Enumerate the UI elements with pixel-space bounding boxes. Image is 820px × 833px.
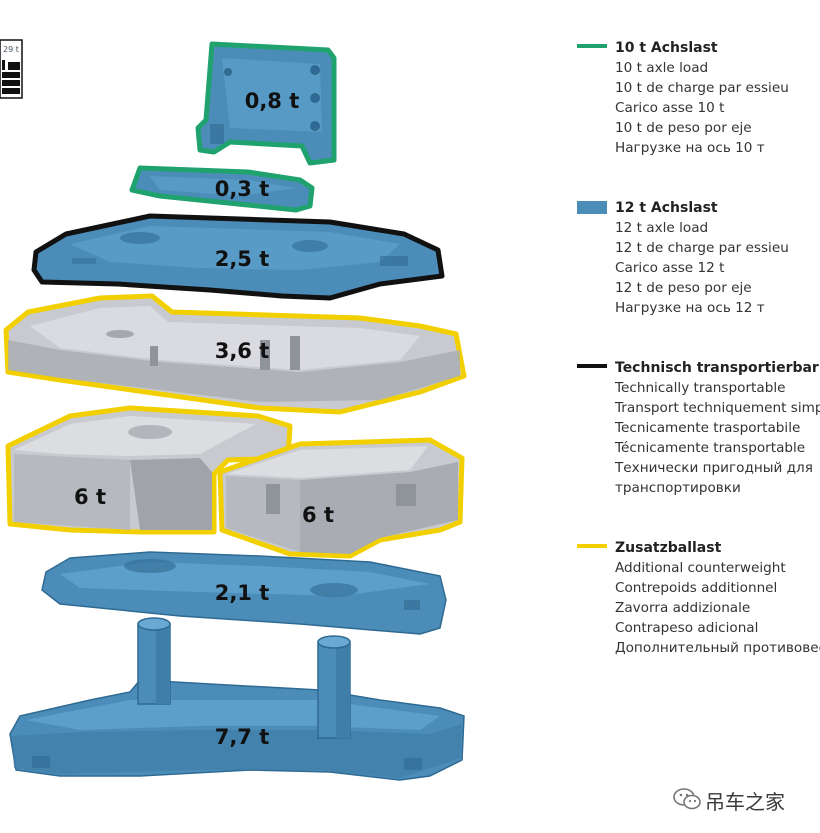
- legend-swatch-yellow-line: [577, 544, 607, 548]
- legend-title: 12 t Achslast: [615, 200, 718, 216]
- weight-label-6t-right: 6 t: [302, 503, 334, 527]
- crane-stack-icon: [2, 60, 20, 94]
- legend: 10 t Achslast 10 t axle load 10 t de cha…: [577, 38, 820, 668]
- legend-swatch-green-line: [577, 44, 607, 48]
- pin-right: [317, 635, 351, 739]
- weight-label-2-1t: 2,1 t: [215, 581, 270, 605]
- legend-lines: Additional counterweight Contrepoids add…: [615, 558, 820, 658]
- part-slab-2-5t: 2,5 t: [31, 213, 445, 301]
- legend-line: Technically transportable: [615, 380, 786, 396]
- legend-line: Contrapeso adicional: [615, 620, 759, 636]
- legend-line: 10 t axle load: [615, 60, 709, 76]
- weight-label-3-6t: 3,6 t: [215, 339, 270, 363]
- legend-line: 12 t de charge par essieu: [615, 240, 789, 256]
- legend-line: транспортировки: [615, 480, 741, 496]
- part-block-6t-right: 6 t: [217, 437, 465, 559]
- watermark: 吊车之家: [672, 784, 812, 814]
- legend-line: Transport techniquement simple: [615, 400, 820, 416]
- legend-line: Carico asse 12 t: [615, 260, 725, 276]
- weight-label-6t-left: 6 t: [74, 485, 106, 509]
- legend-swatch-blue-box: [577, 201, 607, 214]
- part-plate-0-3t: 0,3 t: [129, 165, 315, 213]
- weight-label-0-8t: 0,8 t: [245, 89, 300, 113]
- legend-line: Tecnicamente trasportabile: [615, 420, 801, 436]
- legend-line: 12 t axle load: [615, 220, 709, 236]
- legend-group-12t-axle: 12 t Achslast 12 t axle load 12 t de cha…: [577, 198, 820, 358]
- legend-line: 10 t de peso por eje: [615, 120, 752, 136]
- wechat-icon: [673, 788, 701, 810]
- counterweight-stack-diagram: 29 t 0,8 t 0,3 t 2,5 t: [0, 39, 467, 781]
- legend-line: 10 t de charge par essieu: [615, 80, 789, 96]
- legend-title: Zusatzballast: [615, 540, 722, 556]
- legend-title: Technisch transportierbar: [615, 360, 819, 376]
- legend-line: Технически пригодный для: [615, 460, 813, 476]
- legend-lines: Technically transportable Transport tech…: [615, 378, 820, 498]
- legend-line: Дополнительный противовес: [615, 640, 820, 656]
- legend-line: Нагрузке на ось 12 т: [615, 300, 765, 316]
- legend-group-10t-axle: 10 t Achslast 10 t axle load 10 t de cha…: [577, 38, 820, 198]
- legend-title: 10 t Achslast: [615, 40, 718, 56]
- pin-left: [137, 617, 171, 705]
- part-frame-0-8t: 0,8 t: [195, 41, 337, 166]
- legend-lines: 10 t axle load 10 t de charge par essieu…: [615, 58, 789, 158]
- legend-line: Contrepoids additionnel: [615, 580, 778, 596]
- legend-line: Additional counterweight: [615, 560, 786, 576]
- legend-line: Técnicamente transportable: [615, 440, 806, 456]
- weight-label-7-7t: 7,7 t: [215, 725, 270, 749]
- legend-line: Нагрузке на ось 10 т: [615, 140, 765, 156]
- legend-line: Carico asse 10 t: [615, 100, 725, 116]
- legend-swatch-black-line: [577, 364, 607, 368]
- part-block-6t-left: 6 t: [5, 405, 293, 535]
- weight-label-2-5t: 2,5 t: [215, 247, 270, 271]
- watermark-text: 吊车之家: [705, 790, 785, 814]
- part-plate-2-1t: 2,1 t: [41, 551, 447, 635]
- legend-group-transportable: Technisch transportierbar Technically tr…: [577, 358, 820, 538]
- legend-line: 12 t de peso por eje: [615, 280, 752, 296]
- part-slab-3-6t: 3,6 t: [3, 293, 467, 415]
- part-base-7-7t: 7,7 t: [9, 617, 465, 781]
- stamp-text: 29 t: [3, 45, 19, 54]
- weight-stamp: 29 t: [0, 39, 23, 99]
- legend-line: Zavorra addizionale: [615, 600, 751, 616]
- legend-lines: 12 t axle load 12 t de charge par essieu…: [615, 218, 789, 318]
- legend-group-counterweight: Zusatzballast Additional counterweight C…: [577, 538, 820, 668]
- weight-label-0-3t: 0,3 t: [215, 177, 270, 201]
